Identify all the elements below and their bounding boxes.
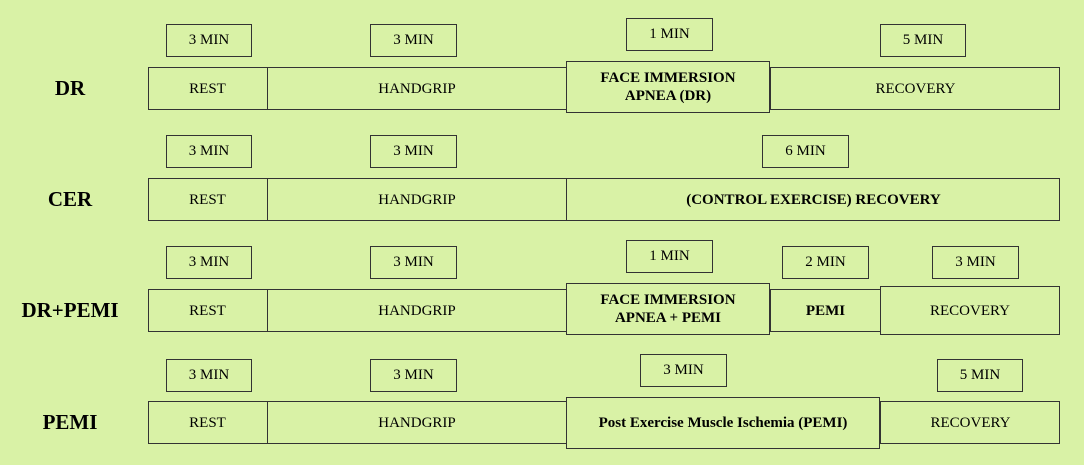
row-label: DR <box>54 76 86 100</box>
duration-box: 3 MIN <box>370 246 457 279</box>
phase-segment: HANDGRIP <box>267 401 566 444</box>
phase-segment: HANDGRIP <box>267 67 566 110</box>
phase-segment: HANDGRIP <box>267 178 566 221</box>
duration-box: 3 MIN <box>166 24 252 57</box>
duration-box: 3 MIN <box>370 24 457 57</box>
duration-box: 5 MIN <box>937 359 1023 392</box>
phase-segment: Post Exercise Muscle Ischemia (PEMI) <box>566 397 880 449</box>
duration-box: 3 MIN <box>166 135 252 168</box>
row-label: CER <box>47 187 93 211</box>
phase-segment: PEMI <box>770 289 880 332</box>
row-label: PEMI <box>42 410 98 434</box>
phase-segment: REST <box>189 191 226 208</box>
timeline-bar <box>148 178 1060 221</box>
phase-segment: RECOVERY <box>880 286 1060 335</box>
duration-box: 3 MIN <box>370 135 457 168</box>
duration-box: 3 MIN <box>370 359 457 392</box>
duration-box: 3 MIN <box>640 354 727 387</box>
phase-segment: RECOVERY <box>770 67 1060 110</box>
duration-box: 3 MIN <box>932 246 1019 279</box>
duration-box: 3 MIN <box>166 246 252 279</box>
duration-box: 2 MIN <box>782 246 869 279</box>
duration-box: 6 MIN <box>762 135 849 168</box>
duration-box: 1 MIN <box>626 240 713 273</box>
phase-segment: FACE IMMERSION APNEA + PEMI <box>566 283 770 335</box>
duration-box: 5 MIN <box>880 24 966 57</box>
duration-box: 1 MIN <box>626 18 713 51</box>
phase-segment: REST <box>189 302 226 319</box>
phase-segment: REST <box>189 80 226 97</box>
phase-segment: FACE IMMERSION APNEA (DR) <box>566 61 770 113</box>
phase-segment: RECOVERY <box>880 401 1060 444</box>
phase-segment: REST <box>189 414 226 431</box>
phase-segment: HANDGRIP <box>267 289 566 332</box>
phase-segment: (CONTROL EXERCISE) RECOVERY <box>566 178 1060 221</box>
row-label: DR+PEMI <box>21 298 119 322</box>
duration-box: 3 MIN <box>166 359 252 392</box>
